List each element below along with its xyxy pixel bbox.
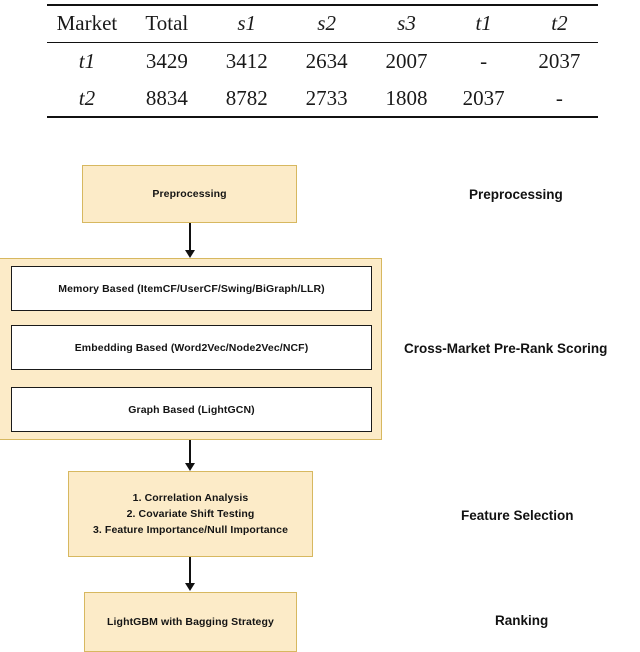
cell-s2: 2634 xyxy=(305,49,348,74)
col-header-s3: s3 xyxy=(397,11,416,35)
col-header-total: Total xyxy=(145,11,189,35)
cell-t1: 2037 xyxy=(446,79,521,118)
col-header-t1: t1 xyxy=(475,11,492,35)
table-body: t1 3429 3412 2634 2007 - 2037 t2 8834 87… xyxy=(47,43,598,118)
flow-box-feature-selection: 1. Correlation Analysis 2. Covariate Shi… xyxy=(68,471,313,557)
flow-box-embedding-based: Embedding Based (Word2Vec/Node2Vec/NCF) xyxy=(11,325,372,370)
cell-market: t2 xyxy=(47,79,127,118)
market-statistics-table: Market Total s1 s2 s3 t1 t2 t1 3429 3412… xyxy=(47,4,598,118)
cell-market: t1 xyxy=(78,49,96,74)
arrow-connector-1 xyxy=(189,223,191,256)
flow-box-preprocessing: Preprocessing xyxy=(82,165,297,223)
cell-s1: 8782 xyxy=(206,79,287,118)
feature-line-1: 1. Correlation Analysis xyxy=(132,491,249,504)
col-header-s1: s1 xyxy=(237,11,257,35)
flow-box-ranking: LightGBM with Bagging Strategy xyxy=(84,592,297,652)
arrow-head-3-icon xyxy=(185,583,195,591)
arrow-connector-2 xyxy=(189,440,191,468)
arrow-head-2-icon xyxy=(185,463,195,471)
feature-line-3: 3. Feature Importance/Null Importance xyxy=(92,524,289,537)
feature-line-2: 2. Covariate Shift Testing xyxy=(126,507,255,520)
col-header-t2: t2 xyxy=(551,11,568,35)
col-header-s2: s2 xyxy=(317,11,336,35)
table-header-row: Market Total s1 s2 s3 t1 t2 xyxy=(47,5,598,43)
col-header-market: Market xyxy=(56,11,118,35)
cell-t2: 2037 xyxy=(538,49,581,74)
cell-s2: 2733 xyxy=(286,79,367,118)
stats-table: Market Total s1 s2 s3 t1 t2 t1 3429 3412… xyxy=(47,4,598,118)
cell-s1: 3412 xyxy=(225,49,268,74)
cell-s3: 1808 xyxy=(366,79,447,118)
flow-box-graph-based: Graph Based (LightGCN) xyxy=(11,387,372,432)
stage-label-preprocessing: Preprocessing xyxy=(469,187,563,202)
arrow-connector-3 xyxy=(189,557,191,589)
cell-total: 8834 xyxy=(126,79,207,118)
stage-label-cross-market-pre-rank-scoring: Cross-Market Pre-Rank Scoring xyxy=(404,341,608,356)
table-row: t2 8834 8782 2733 1808 2037 - xyxy=(47,79,598,118)
flow-box-memory-based: Memory Based (ItemCF/UserCF/Swing/BiGrap… xyxy=(11,266,372,311)
table-row: t1 3429 3412 2634 2007 - 2037 xyxy=(47,43,598,80)
stage-label-ranking: Ranking xyxy=(495,613,549,628)
stage-label-feature-selection: Feature Selection xyxy=(461,508,574,523)
cell-t2: - xyxy=(520,79,598,118)
table-head: Market Total s1 s2 s3 t1 t2 xyxy=(47,5,598,43)
arrow-head-1-icon xyxy=(185,250,195,258)
cell-t1: - xyxy=(480,49,488,74)
flow-group-cross-market-scoring xyxy=(0,258,382,440)
cell-total: 3429 xyxy=(145,49,188,74)
cell-s3: 2007 xyxy=(385,49,428,74)
